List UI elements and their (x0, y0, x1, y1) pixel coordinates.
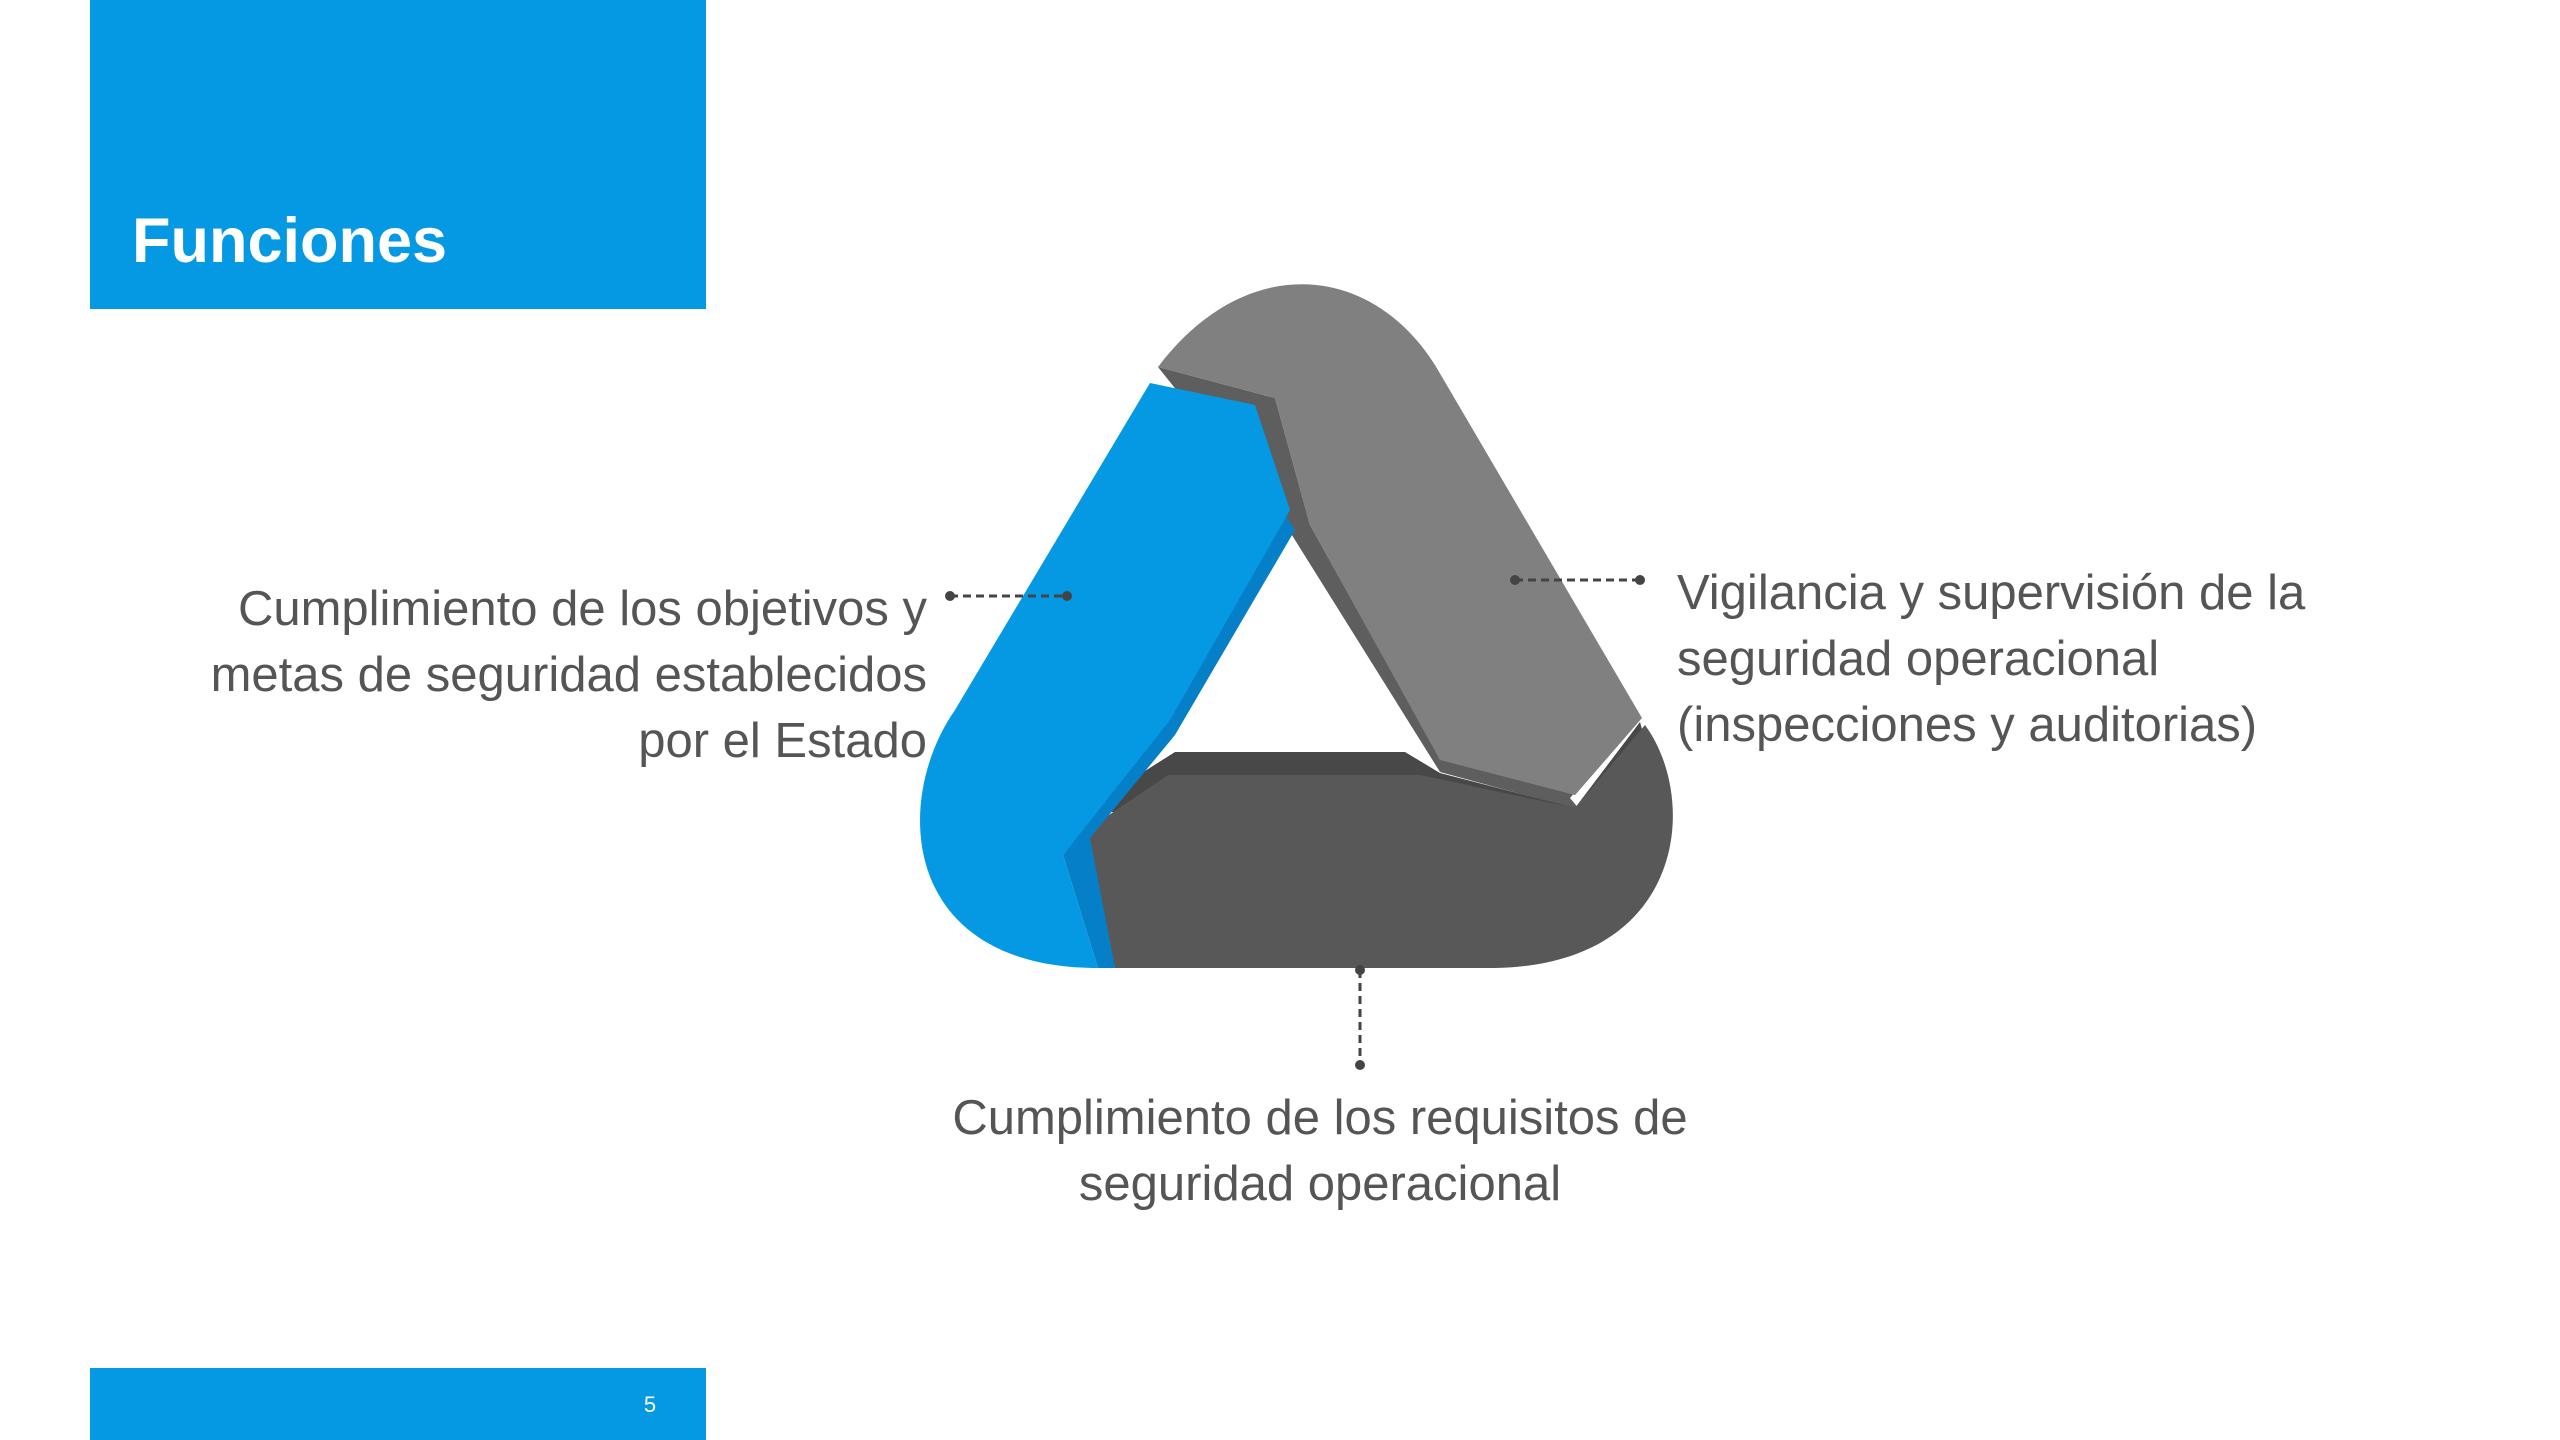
segment-objetivos-edge (1063, 515, 1295, 968)
connector-vigilancia-dot-start (1510, 575, 1520, 585)
segment-requisitos (1075, 725, 1673, 968)
segment-vigilancia (1158, 284, 1642, 795)
title-banner: Funciones (90, 0, 706, 309)
connector-vigilancia-dot-end (1635, 575, 1645, 585)
label-objetivos-line: Cumplimiento de los objetivos y (237, 582, 927, 636)
segment-objetivos (920, 383, 1290, 968)
label-objetivos: Cumplimiento de los objetivos y metas de… (211, 576, 927, 774)
connector-requisitos-dot-start (1355, 965, 1365, 975)
label-vigilancia-line: Vigilancia y supervisión de la (1677, 566, 2306, 620)
label-requisitos-line: Cumplimiento de los requisitos de (952, 1091, 1688, 1145)
page-number: 5 (643, 1392, 657, 1417)
connector-objetivos-dot-start (945, 591, 955, 601)
label-objetivos-line: metas de seguridad establecidos (210, 648, 927, 702)
connector-requisitos-dot-end (1355, 1060, 1365, 1070)
label-requisitos: Cumplimiento de los requisitos de seguri… (870, 1085, 1770, 1217)
label-vigilancia-line: seguridad operacional (1677, 632, 2160, 686)
footer-banner: 5 (90, 1368, 706, 1440)
label-requisitos-line: seguridad operacional (1078, 1157, 1562, 1211)
connector-objetivos-dot-end (1062, 591, 1072, 601)
slide-title: Funciones (132, 206, 448, 276)
label-vigilancia: Vigilancia y supervisión de la seguridad… (1677, 560, 2305, 758)
label-objetivos-line: por el Estado (638, 714, 927, 768)
label-vigilancia-line: (inspecciones y auditorias) (1677, 698, 2258, 752)
